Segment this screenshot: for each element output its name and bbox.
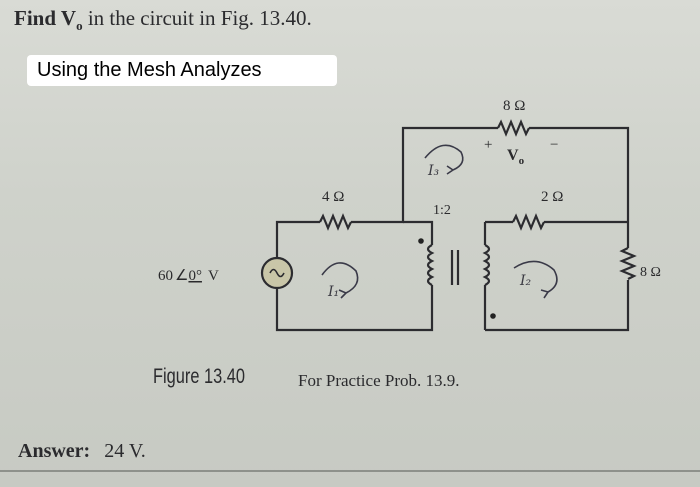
mesh-label-i1: I₁ — [327, 284, 339, 300]
mesh-label-i3: I₃ — [427, 163, 440, 179]
label-ratio: 1:2 — [433, 203, 451, 218]
label-vo-minus: − — [550, 137, 558, 153]
mesh-arrow-i3-icon — [424, 144, 464, 171]
label-r-right: 8 Ω — [640, 265, 661, 280]
mesh-arrow-i1-icon — [321, 262, 359, 294]
angle-symbol-icon: ∠ — [175, 268, 188, 284]
wire-bottom-right — [485, 280, 630, 332]
answer-value: 24 V. — [104, 440, 146, 462]
overlay-label: Using the Mesh Analyzes — [27, 55, 337, 86]
resistor-4-ohm — [319, 213, 352, 231]
wire-primary-bottom — [275, 285, 434, 332]
label-source-angle: 0° — [188, 268, 202, 284]
label-r-top: 8 Ω — [503, 98, 525, 114]
answer-label: Answer: — [18, 440, 91, 462]
answer-line: Answer: 24 V. — [18, 440, 146, 463]
resistor-8-ohm-top — [497, 119, 530, 137]
wire-primary-top — [403, 220, 434, 245]
label-r-left: 4 Ω — [322, 189, 344, 205]
mesh-arrow-i2-icon — [513, 260, 558, 293]
primary-dot-icon — [418, 238, 424, 244]
label-vo-text: V — [507, 147, 519, 164]
secondary-dot-icon — [490, 313, 496, 319]
primary-coil — [426, 244, 435, 286]
caption-text: For Practice Prob. 13.9. — [298, 371, 460, 390]
label-source: 60∠0° V — [158, 268, 219, 284]
label-r-mid: 2 Ω — [541, 189, 563, 205]
transformer-core — [450, 250, 460, 285]
label-vo-sub: o — [519, 155, 525, 167]
overlay-text: Using the Mesh Analyzes — [37, 59, 262, 81]
resistor-8-ohm-right — [619, 247, 637, 280]
mesh-label-i2: I₂ — [519, 273, 532, 289]
secondary-coil — [482, 244, 491, 286]
sine-icon — [269, 268, 285, 278]
problem-title: Find Vo in the circuit in Fig. 13.40. — [14, 6, 312, 34]
wire-top-left — [351, 126, 498, 224]
resistor-2-ohm — [512, 213, 545, 231]
label-source-mag: 60 — [158, 268, 173, 284]
label-source-unit: V — [208, 268, 219, 284]
page-divider — [0, 470, 700, 472]
label-vo: Vo — [507, 147, 525, 167]
label-vo-plus: + — [484, 137, 492, 153]
wire-top-right — [529, 126, 630, 248]
title-subscript: o — [76, 18, 83, 34]
figure-caption: Figure 13.40 — [153, 365, 245, 388]
title-prefix: Find V — [14, 6, 77, 30]
title-rest: in the circuit in Fig. 13.40. — [82, 6, 312, 30]
wire-left-top — [275, 220, 320, 258]
